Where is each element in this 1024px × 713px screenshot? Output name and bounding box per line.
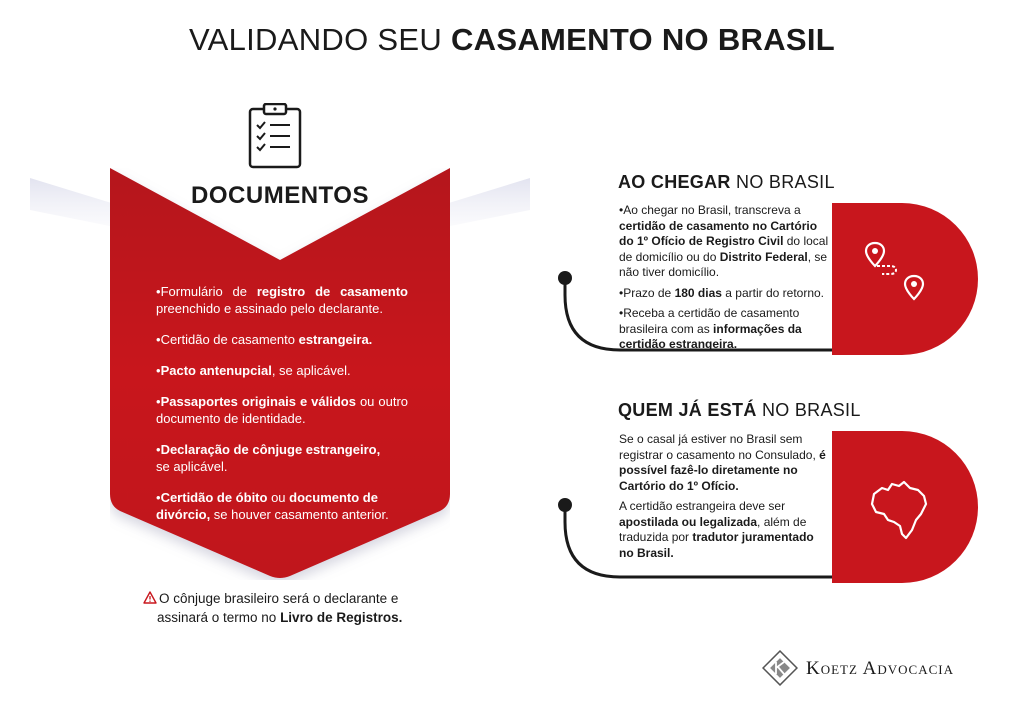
clipboard-checklist-icon: [248, 103, 302, 169]
warning-triangle-icon: [143, 591, 157, 604]
documents-heading: DOCUMENTOS: [191, 182, 369, 209]
brazil-map-icon: [870, 480, 928, 540]
documents-list: •Formulário de registro de casamento pre…: [156, 283, 408, 537]
koetz-logo-icon: [762, 650, 798, 686]
already-text: Se o casal já estiver no Brasil sem regi…: [619, 432, 826, 560]
list-item: •Formulário de registro de casamento pre…: [156, 284, 408, 316]
list-item: •Certidão de casamento estrangeira.: [156, 332, 373, 347]
already-connector: [558, 498, 837, 579]
arriving-text: •Ao chegar no Brasil, transcreva a certi…: [619, 203, 829, 351]
arriving-title: AO CHEGAR NO BRASIL: [618, 172, 835, 192]
already-title: QUEM JÁ ESTÁ NO BRASIL: [618, 400, 861, 420]
list-item: •Passaportes originais e válidos ou outr…: [156, 394, 408, 426]
brand-name: Koetz Advocacia: [806, 658, 954, 679]
arriving-connector: [558, 271, 837, 352]
title-bold: CASAMENTO NO BRASIL: [451, 22, 836, 57]
warning-note: O cônjuge brasileiro será o declarante e…: [143, 589, 433, 627]
list-item: •Declaração de cônjuge estrangeiro, se a…: [156, 442, 381, 474]
page-title: VALIDANDO SEU CASAMENTO NO BRASIL: [0, 22, 1024, 58]
route-pins-icon: [864, 241, 925, 301]
already-red-panel: [832, 431, 978, 583]
title-light: VALIDANDO SEU: [188, 22, 443, 57]
arriving-red-panel: [832, 203, 978, 355]
list-item: •Pacto antenupcial, se aplicável.: [156, 363, 351, 378]
list-item: •Certidão de óbito ou documento de divór…: [156, 490, 389, 522]
documents-chevron: [110, 168, 450, 578]
